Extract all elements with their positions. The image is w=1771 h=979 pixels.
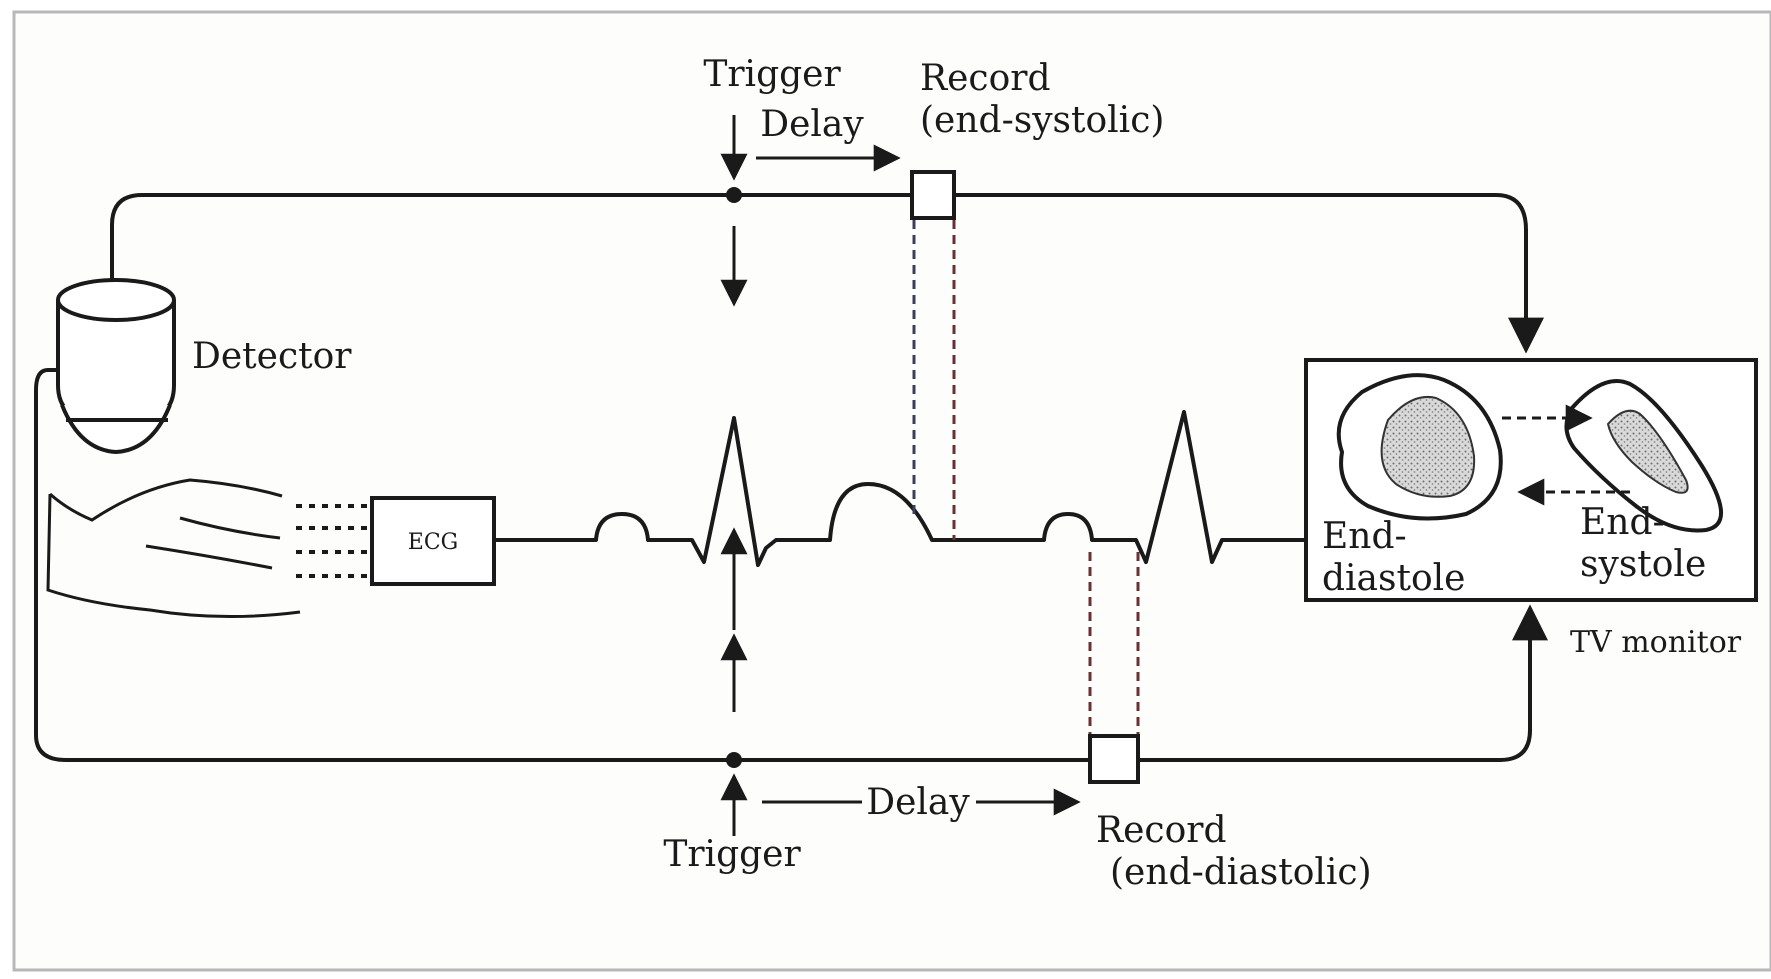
bottom-delay-label: Delay — [866, 782, 970, 823]
top-delay-label: Delay — [760, 104, 864, 145]
top-record-label-line2: (end-systolic) — [920, 100, 1164, 141]
top-record-label-line1: Record — [920, 58, 1051, 99]
bottom-record-label-line2: (end-diastolic) — [1110, 852, 1372, 893]
end-systole-label-line2: systole — [1580, 544, 1706, 585]
end-systole-heart-icon — [1564, 379, 1723, 533]
end-systole-label-line1: End- — [1580, 502, 1665, 543]
end-diastole-heart-icon — [1336, 373, 1503, 521]
top-record-box — [910, 170, 956, 220]
ecg-box — [370, 496, 496, 586]
end-diastole-label-line2: diastole — [1322, 558, 1465, 599]
bottom-record-label-line1: Record — [1096, 810, 1227, 851]
top-signal-line — [110, 193, 1544, 354]
top-trigger-label: Trigger — [703, 54, 841, 95]
bottom-trigger-label: Trigger — [663, 834, 801, 875]
detector-icon — [56, 278, 176, 455]
ecg-waveform — [494, 410, 1306, 567]
top-trigger-dot — [726, 187, 742, 203]
detector-label: Detector — [192, 336, 352, 377]
bottom-trigger-dot — [726, 752, 742, 768]
hand-icon — [46, 478, 301, 619]
ecg-box-label: ECG — [408, 530, 458, 555]
tv-monitor-label: TV monitor — [1570, 625, 1742, 660]
end-diastole-label-line1: End- — [1322, 516, 1407, 557]
bottom-signal-line — [34, 368, 1548, 762]
bottom-record-box — [1088, 734, 1140, 784]
